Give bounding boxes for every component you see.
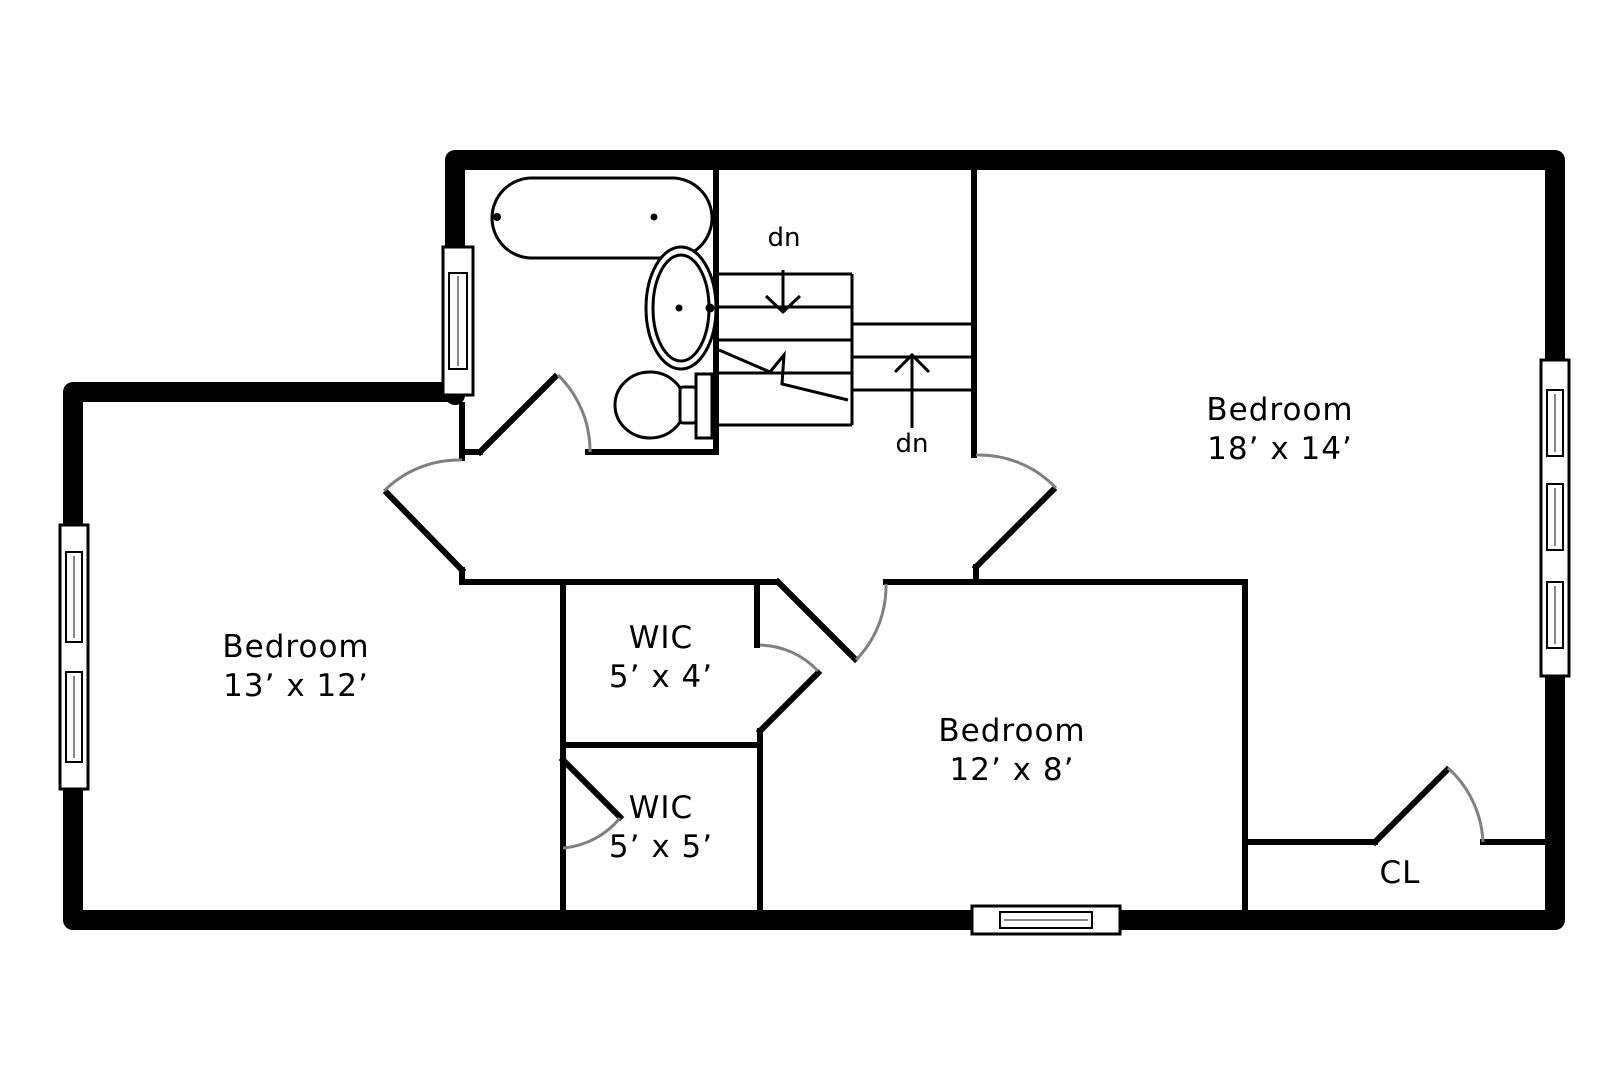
window-bathroom: [441, 245, 475, 397]
toilet: [613, 370, 687, 440]
room-dims-wic-upper: 5’ x 4’: [609, 659, 713, 695]
door-swing-closet: [1446, 766, 1485, 843]
room-dims-bedroom-small: 12’ x 8’: [950, 752, 1075, 788]
room-name-closet: CL: [1380, 855, 1421, 891]
door-swing-bedroom-large: [975, 453, 1058, 490]
stairs-label-upper: dn: [768, 223, 801, 253]
window-bedroom-small: [970, 904, 1122, 936]
room-name-wic-lower: WIC: [629, 790, 693, 826]
room-labels: Bedroom 18’ x 14’ Bedroom 13’ x 12’ Bedr…: [222, 392, 1421, 891]
door-swing-wic-upper: [759, 643, 820, 673]
windows: [58, 245, 1571, 936]
room-name-wic-upper: WIC: [629, 620, 693, 656]
door-swing-bedroom-small: [854, 583, 888, 662]
stairs: [718, 270, 972, 428]
window-bedroom-large: [1539, 358, 1571, 678]
door-swing-bedroom-left: [382, 458, 463, 493]
room-name-bedroom-large: Bedroom: [1206, 392, 1353, 428]
interior-walls: [382, 167, 1548, 913]
door-swing-wic-lower: [562, 817, 622, 850]
window-bedroom-left: [58, 523, 90, 791]
room-name-bedroom-left: Bedroom: [222, 629, 369, 665]
exterior-walls: [63, 150, 1565, 930]
room-name-bedroom-small: Bedroom: [938, 713, 1085, 749]
bathroom-fixtures: [490, 176, 718, 440]
room-dims-wic-lower: 5’ x 5’: [609, 829, 713, 865]
room-dims-bedroom-large: 18’ x 14’: [1207, 431, 1353, 467]
stairs-label-lower: dn: [896, 429, 929, 459]
door-swing-bathroom: [556, 373, 592, 453]
room-dims-bedroom-left: 13’ x 12’: [223, 668, 369, 704]
door-swings: [382, 373, 1485, 850]
